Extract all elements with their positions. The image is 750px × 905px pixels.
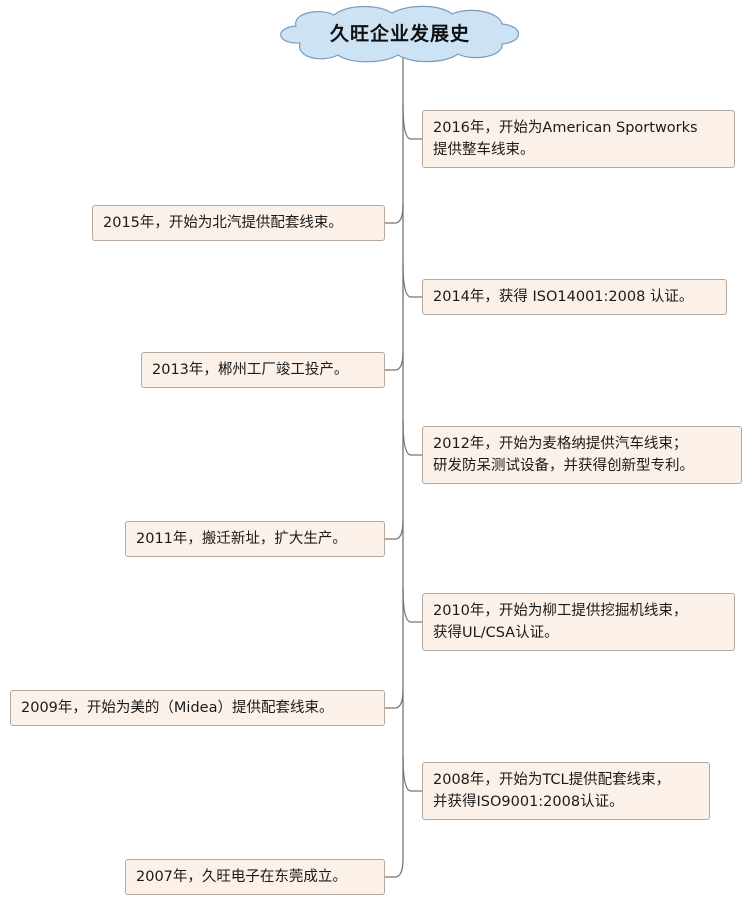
event-line: 研发防呆测试设备，并获得创新型专利。 [433, 458, 694, 474]
event-line: 2016年，开始为American Sportworks [433, 120, 698, 136]
event-line: 2015年，开始为北汽提供配套线束。 [103, 215, 343, 231]
event-line: 2013年，郴州工厂竣工投产。 [152, 362, 349, 378]
event-line: 2008年，开始为TCL提供配套线束， [433, 772, 671, 788]
page-title[interactable]: 久旺企业发展史 [329, 22, 470, 45]
title-cloud-icon [280, 5, 520, 63]
event-2014[interactable]: 2014年，获得 ISO14001:2008 认证。 [422, 279, 727, 315]
event-line: 2010年，开始为柳工提供挖掘机线束， [433, 603, 688, 619]
event-line: 2012年，开始为麦格纳提供汽车线束； [433, 436, 688, 452]
event-line: 2009年，开始为美的（Midea）提供配套线束。 [21, 700, 334, 716]
event-line: 2014年，获得 ISO14001:2008 认证。 [433, 289, 694, 305]
event-2011[interactable]: 2011年，搬迁新址，扩大生产。 [125, 521, 385, 557]
event-line: 提供整车线束。 [433, 142, 535, 158]
event-line: 2011年，搬迁新址，扩大生产。 [136, 531, 347, 547]
event-2009[interactable]: 2009年，开始为美的（Midea）提供配套线束。 [10, 690, 385, 726]
event-2015[interactable]: 2015年，开始为北汽提供配套线束。 [92, 205, 385, 241]
event-line: 并获得ISO9001:2008认证。 [433, 794, 624, 810]
event-2013[interactable]: 2013年，郴州工厂竣工投产。 [141, 352, 385, 388]
event-2012[interactable]: 2012年，开始为麦格纳提供汽车线束； 研发防呆测试设备，并获得创新型专利。 [422, 426, 742, 484]
event-2008[interactable]: 2008年，开始为TCL提供配套线束， 并获得ISO9001:2008认证。 [422, 762, 710, 820]
event-2016[interactable]: 2016年，开始为American Sportworks 提供整车线束。 [422, 110, 735, 168]
event-line: 获得UL/CSA认证。 [433, 625, 559, 641]
event-2010[interactable]: 2010年，开始为柳工提供挖掘机线束， 获得UL/CSA认证。 [422, 593, 735, 651]
event-2007[interactable]: 2007年，久旺电子在东莞成立。 [125, 859, 385, 895]
event-line: 2007年，久旺电子在东莞成立。 [136, 869, 347, 885]
